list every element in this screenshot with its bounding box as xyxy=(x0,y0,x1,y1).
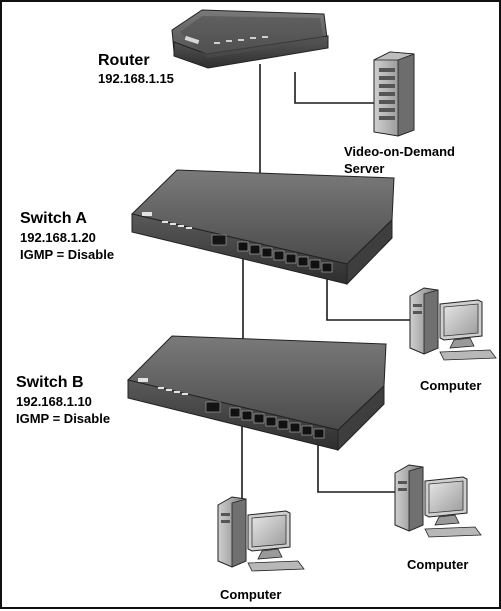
switch-b-name-label: Switch B xyxy=(16,374,84,391)
server-device xyxy=(373,51,415,137)
switch-a-device xyxy=(130,169,395,286)
computer-3-device xyxy=(217,496,305,572)
computer-2-device xyxy=(394,464,482,538)
router-name-label: Router xyxy=(98,52,150,69)
connection-lines xyxy=(241,64,415,507)
switch-a-igmp-label: IGMP = Disable xyxy=(20,247,115,262)
computer-3-label: Computer xyxy=(220,587,282,602)
computer-1-device xyxy=(409,287,497,361)
router-to-server-link xyxy=(294,72,374,104)
switch-a-name-label: Switch A xyxy=(20,210,87,227)
router-device xyxy=(171,9,329,69)
switch-a-to-computer-link xyxy=(326,272,415,321)
switch-b-ip-label: 192.168.1.10 xyxy=(16,394,92,409)
switch-b-igmp-label: IGMP = Disable xyxy=(16,411,111,426)
computer-2-label: Computer xyxy=(407,557,469,572)
server-label-line1: Video-on-Demand xyxy=(344,144,455,159)
server-label-line2: Server xyxy=(344,161,385,176)
computer-1-label: Computer xyxy=(420,378,482,393)
switch-b-device xyxy=(127,335,387,452)
switch-b-to-computer-link-2 xyxy=(317,432,400,493)
router-ip-label: 192.168.1.15 xyxy=(98,71,174,86)
switch-a-ip-label: 192.168.1.20 xyxy=(20,230,96,245)
